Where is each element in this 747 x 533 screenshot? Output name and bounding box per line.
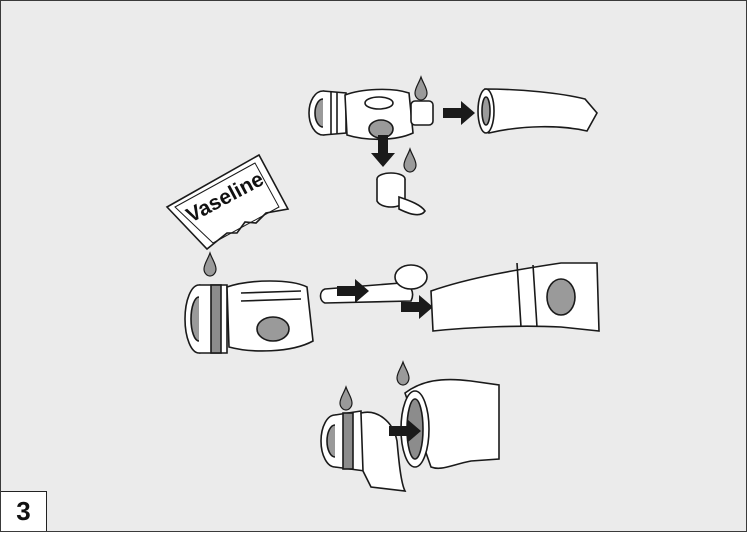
valve-plug <box>321 265 428 303</box>
step-number-badge: 3 <box>1 491 47 531</box>
step-number: 3 <box>16 496 30 527</box>
elbow-tube <box>478 89 597 133</box>
swivel-connector <box>309 89 433 139</box>
lubricant-drop-icon <box>404 149 416 172</box>
lubricant-drop-icon <box>415 77 427 100</box>
port-cap <box>377 173 425 215</box>
tube-housing <box>431 263 599 331</box>
lubricant-drop-icon <box>397 362 409 385</box>
lubricant-drop-icon <box>204 253 216 276</box>
arrow-icon <box>443 101 475 125</box>
cushion-elbow <box>401 380 499 469</box>
lubricant-drop-icon <box>340 387 352 410</box>
swivel-base <box>321 411 405 491</box>
elbow-housing <box>185 281 313 353</box>
vaseline-packet: Vaseline <box>167 155 288 249</box>
